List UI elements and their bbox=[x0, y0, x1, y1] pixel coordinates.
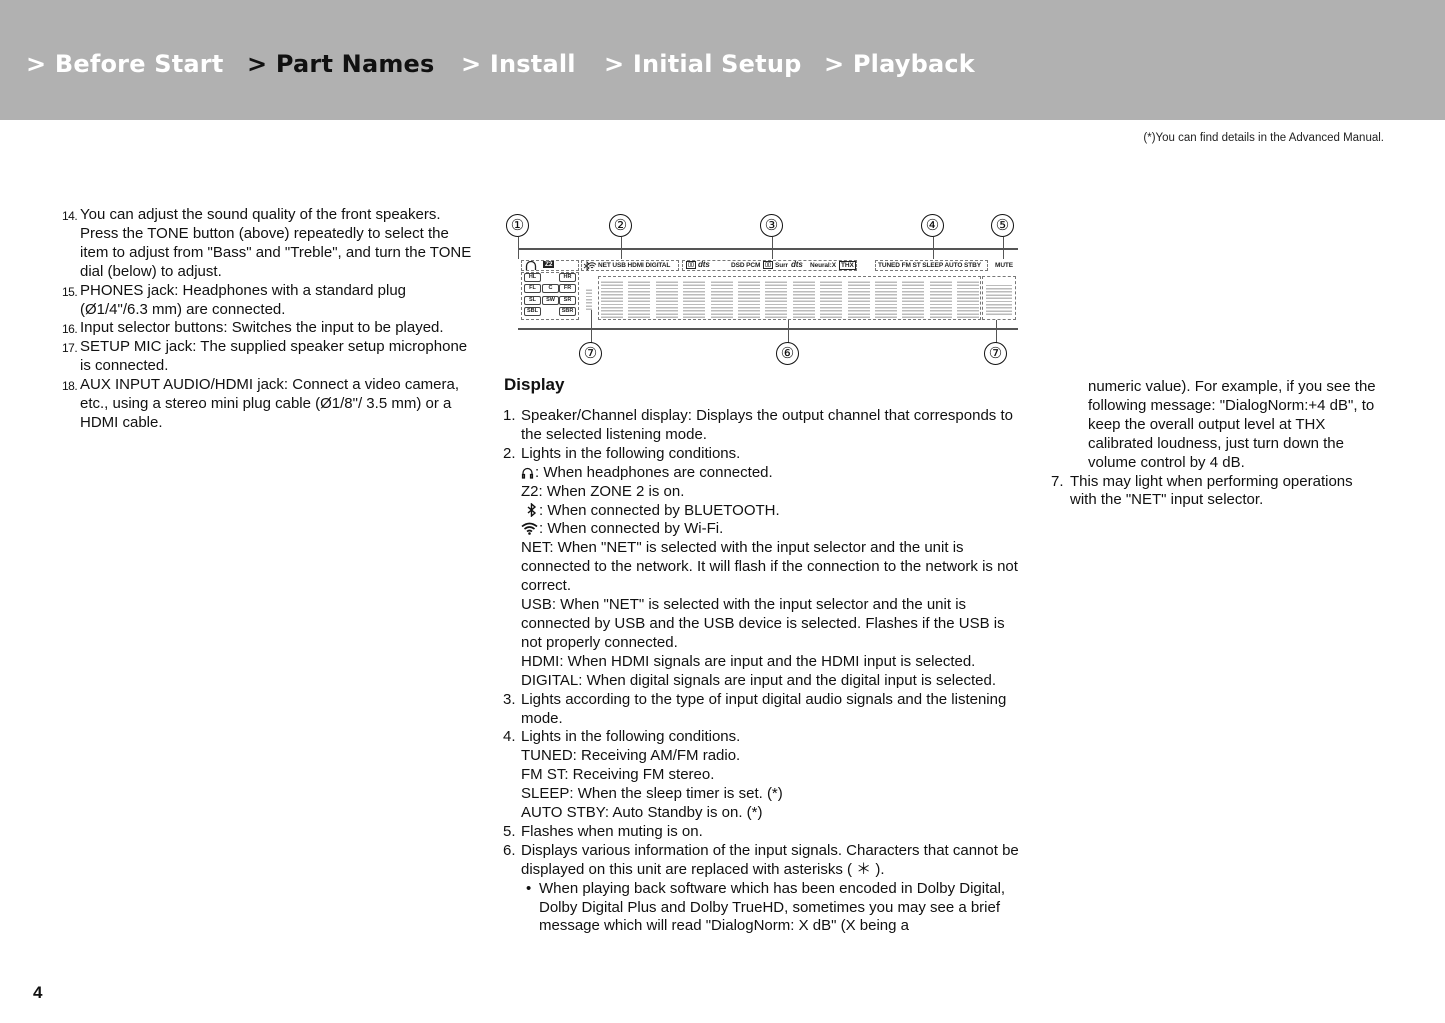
list-item: 18.AUX INPUT AUDIO/HDMI jack: Connect a … bbox=[62, 376, 460, 431]
top-navigation-bar: > Before Start > Part Names > Install > … bbox=[0, 0, 1445, 120]
bullet-continuation: numeric value). For example, if you see … bbox=[1088, 378, 1376, 471]
arrow-segment-right bbox=[986, 283, 1012, 315]
dts-neural-indicator: dts bbox=[791, 260, 803, 269]
list-item: 5. Flashes when muting is on. bbox=[503, 822, 703, 840]
callout-7b: ⑦ bbox=[984, 342, 1007, 365]
dolby-surround-icon: ▯▯ bbox=[763, 261, 773, 269]
mute-indicator: MUTE bbox=[995, 262, 1014, 269]
character-cell bbox=[792, 280, 815, 318]
thx-indicator: THX bbox=[839, 261, 856, 270]
character-cell bbox=[875, 280, 897, 318]
z2-indicator: Z2 bbox=[543, 261, 555, 268]
status-indicators: TUNED FM ST SLEEP AUTO STBY bbox=[878, 262, 981, 269]
character-cell bbox=[957, 280, 980, 318]
list-item: 4. Lights in the following conditions. T… bbox=[503, 728, 783, 822]
dts-indicator: dts bbox=[698, 260, 710, 269]
character-cell bbox=[683, 280, 706, 318]
character-cell bbox=[601, 280, 623, 318]
speaker-sl: SL bbox=[524, 296, 541, 305]
leader-line bbox=[788, 320, 789, 344]
callout-2: ② bbox=[609, 214, 632, 237]
speaker-fr: FR bbox=[559, 284, 576, 293]
character-cell bbox=[765, 280, 788, 318]
message-display-box bbox=[598, 276, 981, 320]
front-display-diagram: ① ② ③ ④ ⑤ Z2 NET USB HDMI DIGITAL ▯▯ dts… bbox=[503, 210, 1018, 370]
right-column-text: numeric value). For example, if you see … bbox=[1051, 378, 1381, 510]
callout-4: ④ bbox=[921, 214, 944, 237]
character-cell bbox=[628, 280, 651, 318]
nav-install[interactable]: > Install bbox=[461, 50, 576, 78]
speaker-c: C bbox=[542, 284, 559, 293]
bullet: • bbox=[526, 879, 532, 897]
list-item: 6. Displays various information of the i… bbox=[503, 841, 1019, 935]
headphones-icon bbox=[521, 467, 534, 479]
indicator-group-box bbox=[581, 260, 679, 271]
speaker-sbl: SBL bbox=[524, 307, 541, 316]
character-cell bbox=[902, 280, 925, 318]
callout-6: ⑥ bbox=[776, 342, 799, 365]
nav-initial-setup[interactable]: > Initial Setup bbox=[604, 50, 802, 78]
character-cell bbox=[738, 280, 760, 318]
character-cell bbox=[820, 280, 843, 318]
callout-5: ⑤ bbox=[991, 214, 1014, 237]
list-item: 7. This may light when performing operat… bbox=[1051, 472, 1353, 509]
speaker-fl: FL bbox=[524, 284, 541, 293]
character-cell bbox=[710, 280, 733, 318]
list-item: 16.Input selector buttons: Switches the … bbox=[62, 319, 444, 337]
character-cell bbox=[847, 280, 870, 318]
list-item: 3. Lights according to the type of input… bbox=[503, 690, 1007, 727]
speaker-sw: SW bbox=[542, 296, 559, 305]
page-number: 4 bbox=[33, 983, 43, 1002]
speaker-hl: HL bbox=[524, 273, 541, 282]
nav-before-start[interactable]: > Before Start bbox=[26, 50, 224, 78]
bluetooth-icon bbox=[527, 502, 537, 517]
indicator-group-box bbox=[875, 260, 988, 271]
speaker-sbr: SBR bbox=[559, 307, 576, 316]
indicator-group-box bbox=[521, 260, 579, 271]
panel-bottom-edge bbox=[518, 328, 1018, 330]
list-item: 14.You can adjust the sound quality of t… bbox=[62, 206, 472, 280]
list-item: 17.SETUP MIC jack: The supplied speaker … bbox=[62, 338, 468, 375]
indicator-group-box bbox=[682, 260, 857, 271]
small-segment-left bbox=[586, 288, 592, 310]
panel-top-edge bbox=[518, 248, 1018, 250]
wifi-icon bbox=[587, 262, 597, 269]
nav-playback[interactable]: > Playback bbox=[824, 50, 975, 78]
speaker-sr: SR bbox=[559, 296, 576, 305]
display-heading: Display bbox=[504, 375, 565, 394]
leader-line bbox=[996, 320, 997, 344]
net-usb-hdmi-digital-indicators: NET USB HDMI DIGITAL bbox=[598, 262, 671, 269]
surr-indicator: Surr bbox=[775, 262, 788, 269]
list-item: 1. Speaker/Channel display: Displays the… bbox=[503, 407, 1013, 443]
character-cell bbox=[929, 280, 952, 318]
list-item: 15.PHONES jack: Headphones with a standa… bbox=[62, 281, 407, 318]
wifi-icon bbox=[521, 523, 538, 536]
neural-x-indicator: Neural:X bbox=[810, 262, 836, 269]
dsd-pcm-indicators: DSD PCM bbox=[731, 262, 761, 269]
arrow-display-box bbox=[982, 276, 1016, 320]
nav-part-names[interactable]: > Part Names bbox=[247, 50, 435, 78]
speaker-channel-display bbox=[521, 272, 579, 320]
advanced-manual-note: (*)You can find details in the Advanced … bbox=[1143, 132, 1384, 144]
leader-line bbox=[591, 310, 592, 344]
part-names-list-continued: 14.You can adjust the sound quality of t… bbox=[62, 206, 472, 433]
callout-1: ① bbox=[506, 214, 529, 237]
speaker-hr: HR bbox=[559, 273, 576, 282]
display-items-list: 1. Speaker/Channel display: Displays the… bbox=[503, 407, 1023, 936]
list-item: 2. Lights in the following conditions. :… bbox=[503, 444, 1018, 689]
callout-7a: ⑦ bbox=[579, 342, 602, 365]
dolby-icon: ▯▯ bbox=[686, 261, 696, 269]
callout-3: ③ bbox=[760, 214, 783, 237]
character-cell bbox=[655, 280, 678, 318]
headphones-icon bbox=[525, 261, 537, 270]
